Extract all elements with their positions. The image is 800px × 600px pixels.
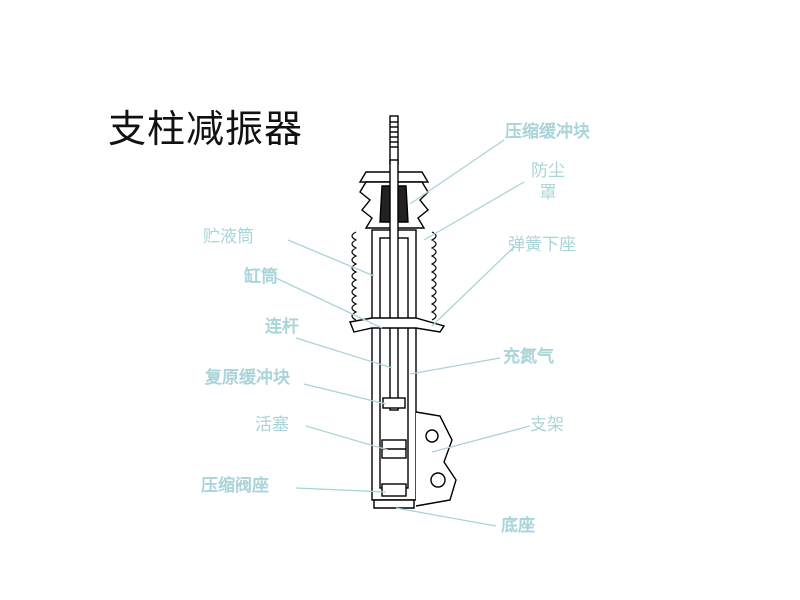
bracket-hole-upper: [425, 429, 439, 443]
leader-dust-cover: [423, 181, 525, 241]
leader-rebound-bumper: [303, 383, 387, 405]
label-reservoir: 贮液筒: [203, 227, 254, 247]
label-rebound-bumper: 复原缓冲块: [205, 368, 290, 388]
label-dust-cover: 防尘罩: [531, 161, 565, 203]
rebound-bumper-shape: [382, 397, 406, 409]
bracket-shape: [415, 411, 457, 507]
spring-seat-shape: [349, 317, 446, 333]
top-stud: [389, 115, 399, 165]
leader-rod: [295, 337, 393, 369]
leader-nitrogen: [409, 357, 501, 375]
label-cylinder: 缸筒: [244, 267, 278, 287]
leader-reservoir: [287, 239, 375, 277]
label-nitrogen: 充氮气: [503, 347, 554, 367]
compression-valve-shape: [381, 483, 407, 497]
label-rod: 连杆: [265, 317, 299, 337]
label-compression-valve-seat: 压缩阀座: [201, 476, 269, 496]
leader-bracket: [431, 425, 531, 453]
label-base: 底座: [501, 516, 535, 536]
leader-lines: [275, 139, 531, 527]
strut-drawing: [349, 115, 457, 509]
label-piston: 活塞: [255, 415, 289, 435]
leader-base: [395, 507, 497, 527]
page-title: 支柱减振器: [108, 107, 304, 151]
leader-compression-valve: [295, 487, 387, 493]
leader-spring-seat: [431, 245, 516, 327]
piston-rod: [389, 159, 399, 411]
bracket-hole-lower: [430, 472, 446, 488]
coil-spring: [351, 231, 437, 321]
label-compression-bumper: 压缩缓冲块: [505, 122, 590, 142]
label-bracket: 支架: [530, 415, 564, 435]
leader-piston: [305, 425, 389, 451]
label-spring-lower-seat: 弹簧下座: [508, 235, 576, 255]
base-shape: [373, 499, 415, 509]
leader-cylinder: [275, 277, 383, 329]
leader-compression-bumper: [409, 139, 505, 205]
